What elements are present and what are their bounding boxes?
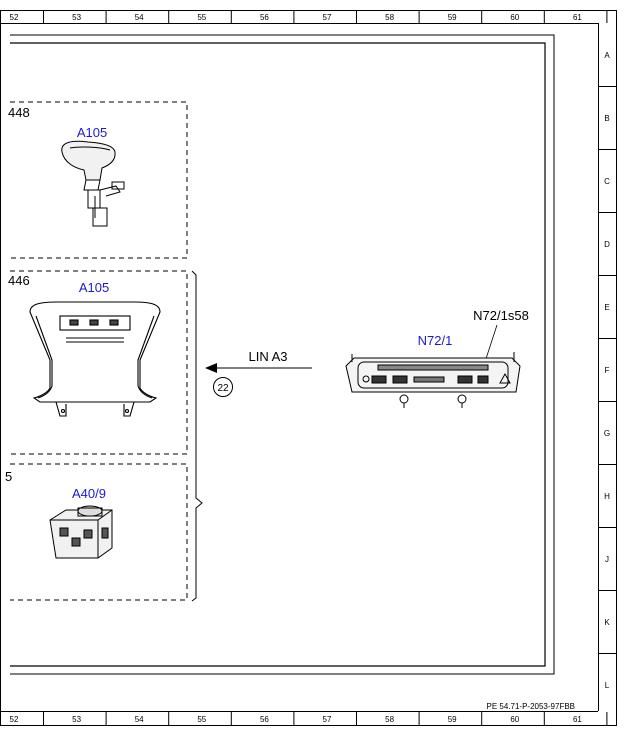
column-label-top: 55 [197, 13, 206, 22]
row-label: B [604, 114, 609, 123]
column-label-bottom: 56 [260, 715, 269, 724]
designation-a105-lever: A105 [77, 125, 107, 140]
switch-label: N72/1s58 [473, 308, 529, 323]
component-box-446 [10, 270, 188, 455]
column-label-top: 59 [448, 13, 457, 22]
column-label-bottom: 57 [323, 715, 332, 724]
column-label-top: 54 [135, 13, 144, 22]
designation-n72-1: N72/1 [418, 333, 453, 348]
row-label: F [605, 366, 610, 375]
row-label: J [605, 555, 609, 564]
column-label-bottom: 61 [573, 715, 582, 724]
column-label-top: 57 [323, 13, 332, 22]
row-label: E [604, 303, 609, 312]
row-label: A [604, 51, 610, 60]
column-label-bottom: 54 [135, 715, 144, 724]
column-label-top: 52 [10, 13, 19, 22]
row-label: D [604, 240, 610, 249]
overhead-panel-icon [29, 301, 161, 417]
component-box-a40-9 [10, 463, 188, 601]
row-label: K [604, 618, 610, 627]
ref-5: 5 [5, 469, 12, 484]
designation-a40-9: A40/9 [72, 486, 106, 501]
row-label: L [605, 681, 610, 690]
component-box-448 [10, 101, 188, 259]
column-label-bottom: 53 [72, 715, 81, 724]
row-label: G [604, 429, 610, 438]
column-label-bottom: 59 [448, 715, 457, 724]
column-label-top: 61 [573, 13, 582, 22]
column-label-bottom: 55 [197, 715, 206, 724]
bus-label: LIN A3 [248, 349, 287, 364]
column-label-top: 53 [72, 13, 81, 22]
designation-a105-panel: A105 [79, 280, 109, 295]
column-label-top: 58 [385, 13, 394, 22]
lower-control-panel-icon [345, 352, 521, 408]
row-label: H [604, 492, 610, 501]
ref-446: 446 [8, 273, 30, 288]
gear-selector-lever-icon [61, 140, 125, 227]
column-label-bottom: 58 [385, 715, 394, 724]
node-number: 22 [217, 383, 229, 394]
column-label-top: 56 [260, 13, 269, 22]
document-id: PE 54.71-P-2053-97FBB [487, 702, 576, 711]
column-label-bottom: 52 [10, 715, 19, 724]
column-label-top: 60 [510, 13, 519, 22]
group-bracket [191, 270, 203, 602]
row-label: C [604, 177, 610, 186]
ref-448: 448 [8, 105, 30, 120]
column-label-bottom: 60 [510, 715, 519, 724]
lin-arrow [205, 363, 312, 373]
rotary-controller-icon [49, 505, 113, 559]
connection-node: 22 [213, 377, 233, 397]
